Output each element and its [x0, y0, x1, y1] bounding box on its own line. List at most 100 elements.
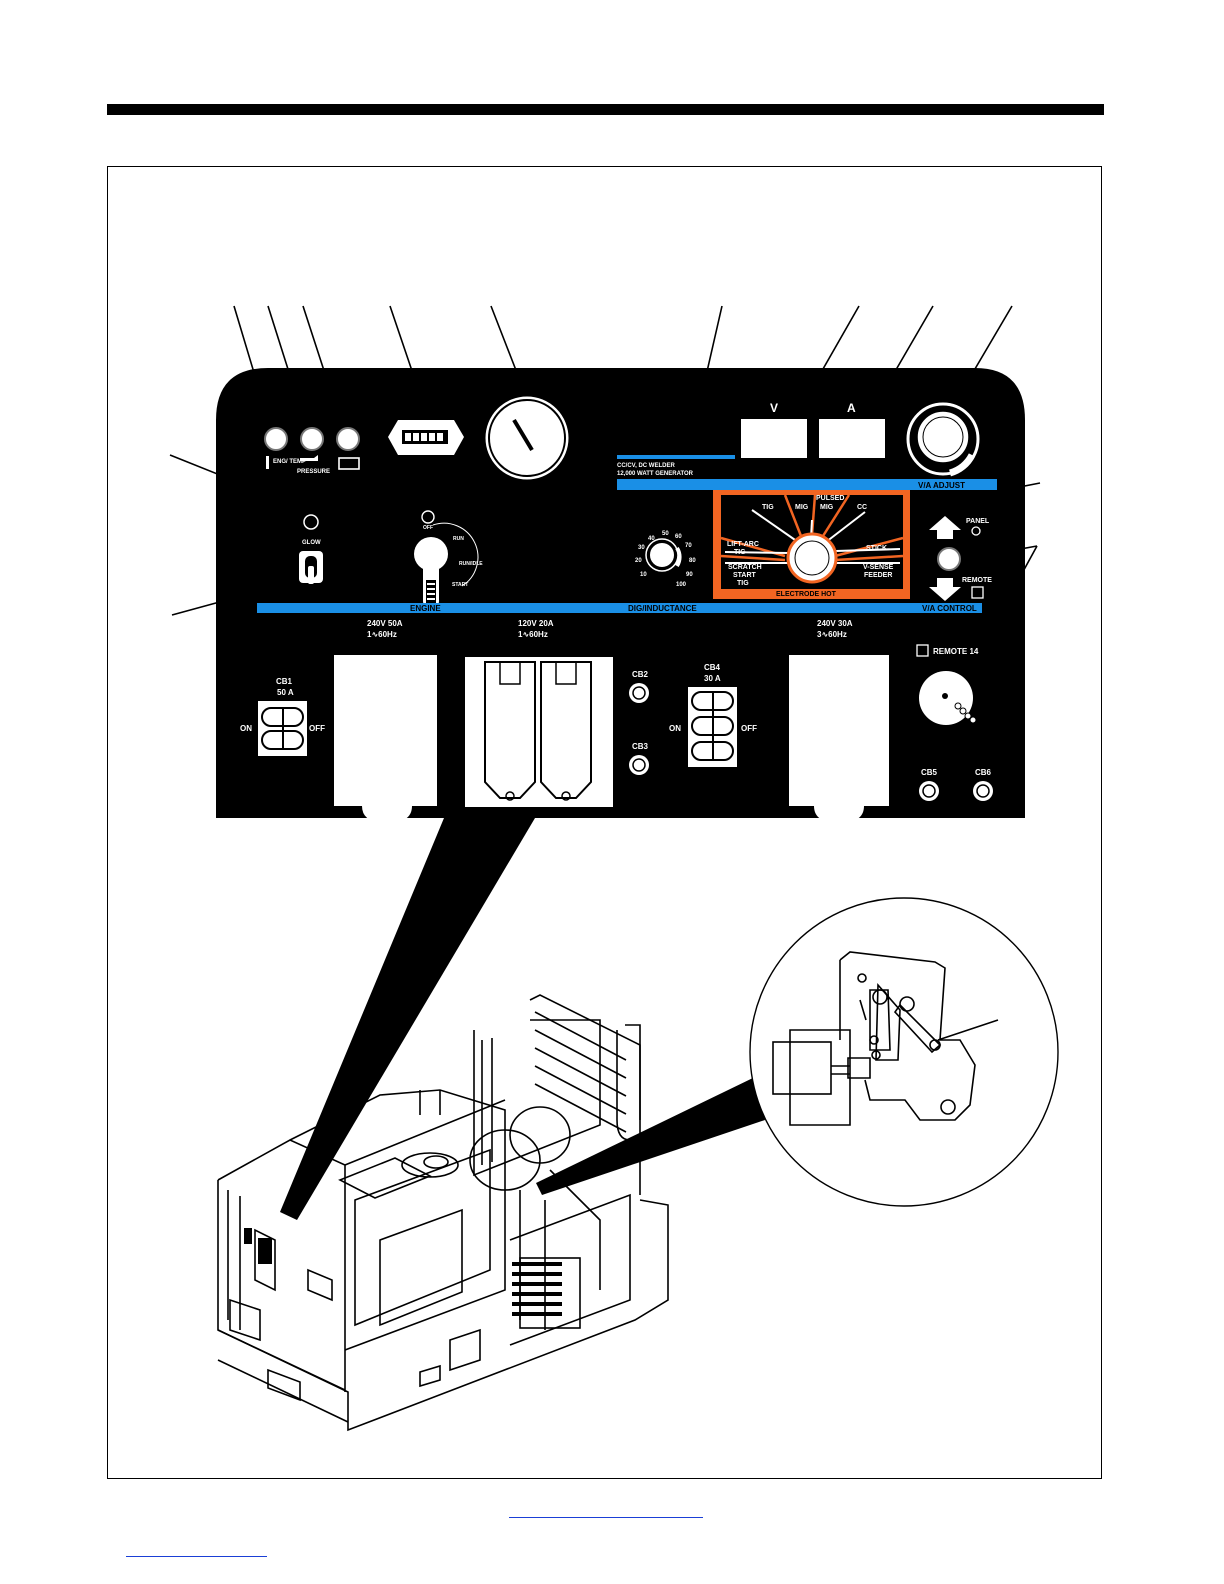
- cb3-label: CB3: [632, 742, 649, 751]
- process-scratch-1: SCRATCH: [728, 564, 762, 571]
- engine-switch-arc: [432, 522, 479, 587]
- oil-pressure-label: PRESSURE: [297, 469, 330, 475]
- dig-scale: 10 20 30 40 50 60 70 80 90 100: [635, 531, 696, 588]
- cb4-breaker[interactable]: [688, 687, 737, 767]
- va-adjust-bar: [617, 479, 997, 490]
- glow-icon: [303, 514, 319, 530]
- model-underline: [617, 455, 735, 459]
- engine-switch[interactable]: [414, 537, 448, 609]
- cb1-on-label: ON: [240, 724, 252, 733]
- engine-off-icon: [421, 510, 435, 524]
- engine-start-label: START: [452, 582, 468, 588]
- cb4-off-label: OFF: [741, 724, 757, 733]
- indicator-lights: [264, 427, 360, 451]
- panel-label: PANEL: [966, 518, 990, 525]
- process-scratch-3: TIG: [737, 580, 749, 587]
- throttle-linkage-detail: [772, 951, 976, 1126]
- receptacle-120v-20a[interactable]: [465, 657, 613, 807]
- va-control-bar-label: V/A CONTROL: [922, 604, 977, 613]
- receptacle-labels: 240V 50A 1∿60Hz 120V 20A 1∿60Hz 240V 30A…: [367, 619, 853, 639]
- dig-bar-label: DIG/INDUCTANCE: [628, 604, 697, 613]
- cb1-rating: 50 A: [277, 688, 294, 697]
- cb3-breaker[interactable]: [629, 755, 649, 775]
- dig-20: 20: [635, 558, 642, 564]
- ammeter-display: [819, 419, 885, 458]
- dig-knob[interactable]: [645, 538, 682, 572]
- fuel-gauge: [484, 395, 570, 481]
- ammeter-label: A: [847, 401, 856, 415]
- remote14-label: REMOTE 14: [933, 647, 979, 656]
- gauge-needle: [512, 418, 534, 452]
- cb6-breaker[interactable]: [973, 781, 993, 801]
- dig-100: 100: [676, 582, 687, 588]
- model-text-2: 12,000 WATT GENERATOR: [617, 471, 694, 477]
- process-labels: TIG MIG PULSED MIG CC LIFT-ARC TIG STICK…: [727, 495, 894, 587]
- receptacle-2-freq: 1∿60Hz: [518, 630, 548, 639]
- eng-temp-label: ENG/ TEMP: [273, 459, 306, 465]
- panel-zoom-cone: [280, 818, 535, 1220]
- cb1-breaker[interactable]: [258, 701, 307, 756]
- detail-callout-leader: [937, 1019, 999, 1041]
- header-rule: [107, 104, 1104, 115]
- dig-80: 80: [689, 558, 696, 564]
- dig-50: 50: [662, 531, 669, 537]
- process-vsense-2: FEEDER: [864, 572, 892, 579]
- process-cc: CC: [857, 504, 867, 511]
- oil-pressure-light: [300, 427, 324, 451]
- battery-icon: [338, 457, 360, 470]
- va-adjust-label: V/A ADJUST: [918, 481, 965, 490]
- process-pulsed-2: MIG: [820, 504, 834, 511]
- process-mig: MIG: [795, 504, 809, 511]
- cb4-on-label: ON: [669, 724, 681, 733]
- footer-link-2[interactable]: [126, 1556, 267, 1557]
- engine-off-label: OFF: [423, 525, 433, 531]
- cb5-breaker[interactable]: [919, 781, 939, 801]
- oil-can-icon: [300, 455, 318, 461]
- model-text-1: CC/CV, DC WELDER: [617, 463, 675, 469]
- process-lift-arc-1: LIFT-ARC: [727, 541, 759, 548]
- process-tig: TIG: [762, 504, 774, 511]
- hour-meter: [388, 420, 464, 455]
- glow-switch[interactable]: [299, 551, 323, 584]
- voltmeter-display: [741, 419, 807, 458]
- cb2-breaker[interactable]: [629, 683, 649, 703]
- footer-link-1[interactable]: [509, 1517, 703, 1518]
- process-scratch-2: START: [733, 572, 757, 579]
- remote-label: REMOTE: [962, 577, 992, 584]
- process-lift-arc-2: TIG: [734, 549, 746, 556]
- remote-icon: [971, 586, 984, 599]
- process-vsense-1: V-SENSE: [863, 564, 894, 571]
- engine-bar-label: ENGINE: [410, 604, 441, 613]
- dig-10: 10: [640, 572, 647, 578]
- receptacle-3-rating: 240V 30A: [817, 619, 853, 628]
- va-adjust-knob[interactable]: [906, 402, 980, 477]
- receptacle-1-freq: 1∿60Hz: [367, 630, 397, 639]
- detail-zoom-cone: [536, 1076, 765, 1195]
- indicator-icons: [266, 455, 360, 470]
- receptacle-2-rating: 120V 20A: [518, 619, 554, 628]
- eng-temp-light: [264, 427, 288, 451]
- cb2-label: CB2: [632, 670, 649, 679]
- process-stick: STICK: [866, 545, 887, 552]
- receptacle-240v-30a[interactable]: [789, 655, 889, 823]
- cb4-label: CB4: [704, 663, 721, 672]
- machine-vents: [244, 1228, 562, 1316]
- va-control-button[interactable]: [937, 547, 961, 571]
- receptacle-240v-50a[interactable]: [334, 655, 437, 823]
- thermometer-icon: [266, 456, 269, 469]
- dig-60: 60: [675, 534, 682, 540]
- voltmeter-label: V: [770, 401, 778, 415]
- dig-70: 70: [685, 543, 692, 549]
- remote14-receptacle[interactable]: [919, 671, 977, 725]
- remote-arrow-down-icon: [929, 578, 961, 601]
- process-selector: [713, 490, 910, 599]
- cb6-label: CB6: [975, 768, 992, 777]
- battery-light: [336, 427, 360, 451]
- detail-circle: [749, 897, 1059, 1207]
- cb4-rating: 30 A: [704, 674, 721, 683]
- receptacle-3-freq: 3∿60Hz: [817, 630, 847, 639]
- cb5-label: CB5: [921, 768, 938, 777]
- remote14-icon: [916, 644, 929, 657]
- electrode-hot-label: ELECTRODE HOT: [776, 591, 837, 598]
